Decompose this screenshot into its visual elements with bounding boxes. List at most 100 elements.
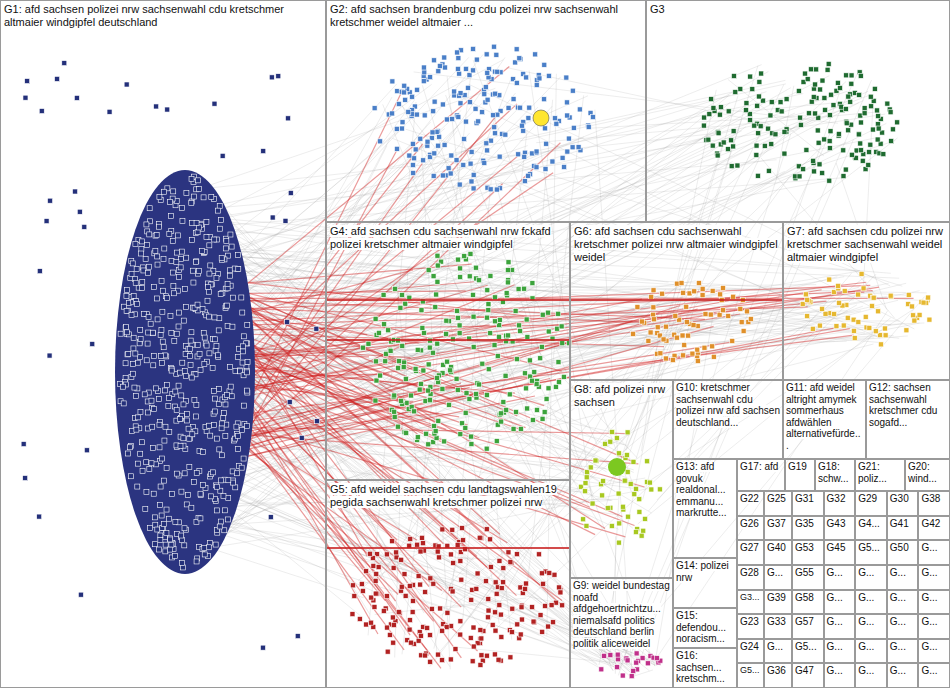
cluster-vertex (233, 485, 238, 490)
cluster-vertex (411, 170, 416, 175)
cluster-vertex (221, 416, 226, 421)
cluster-vertex (400, 343, 405, 348)
cluster-vertex (228, 364, 233, 369)
cluster-vertex (448, 552, 453, 557)
cluster-vertex (680, 333, 685, 338)
cluster-vertex (856, 292, 861, 297)
cluster-vertex (240, 360, 245, 365)
cluster-vertex (493, 580, 498, 585)
cluster-vertex (836, 131, 841, 136)
cluster-vertex (189, 375, 194, 380)
cluster-vertex (163, 549, 168, 554)
cluster-vertex (493, 610, 498, 615)
cluster-vertex (159, 353, 164, 358)
cluster-vertex (138, 336, 143, 341)
cluster-vertex (208, 433, 213, 438)
cluster-vertex (235, 446, 240, 451)
cluster-vertex (374, 378, 379, 383)
cluster-vertex (426, 442, 431, 447)
cluster-vertex (508, 559, 513, 564)
cluster-vertex (881, 152, 886, 157)
cluster-vertex (455, 315, 460, 320)
cluster-vertex (754, 143, 759, 148)
cluster-vertex (501, 400, 506, 405)
cluster-vertex (394, 126, 399, 131)
cluster-vertex (195, 343, 200, 348)
cluster-vertex (373, 398, 378, 403)
cluster-vertex (831, 103, 836, 108)
cluster-vertex (143, 506, 148, 511)
cluster-vertex (684, 320, 689, 325)
cluster-vertex (486, 367, 491, 372)
cluster-vertex (692, 289, 697, 294)
cluster-vertex (811, 95, 816, 100)
cluster-vertex (485, 615, 490, 620)
cluster-vertex (156, 396, 161, 401)
cluster-vertex (161, 256, 166, 261)
cluster-vertex (429, 606, 434, 611)
cluster-vertex (210, 470, 215, 475)
cluster-vertex (835, 80, 840, 85)
cluster-vertex (852, 336, 857, 341)
cluster-vertex (222, 410, 227, 415)
cluster-vertex (407, 153, 412, 158)
cluster-vertex (681, 290, 686, 295)
cluster-vertex (911, 313, 916, 318)
cluster-vertex (190, 238, 195, 243)
cluster-vertex (444, 331, 449, 336)
cluster-vertex (396, 365, 401, 370)
cluster-vertex (376, 565, 381, 570)
cluster-vertex (150, 445, 155, 450)
cluster-vertex (610, 429, 615, 434)
cluster-vertex (518, 632, 523, 637)
cluster-vertex (468, 161, 473, 166)
cluster-vertex (449, 153, 454, 158)
cluster-vertex (357, 616, 362, 621)
cluster-vertex (640, 656, 645, 661)
cluster-vertex (709, 97, 714, 102)
cluster-vertex (457, 323, 462, 328)
cluster-vertex (124, 288, 129, 293)
cluster-vertex (399, 584, 404, 589)
cluster-vertex (570, 88, 575, 93)
network-link (195, 133, 718, 190)
cluster-vertex (390, 79, 395, 84)
cluster-vertex (428, 576, 433, 581)
cluster-vertex (418, 136, 423, 141)
cluster-vertex (195, 230, 200, 235)
cluster-vertex (410, 141, 415, 146)
cluster-vertex (426, 362, 431, 367)
cluster-vertex (445, 610, 450, 615)
cluster-vertex (166, 395, 171, 400)
cluster-vertex (217, 316, 222, 321)
cluster-vertex (501, 566, 506, 571)
cluster-vertex (174, 259, 179, 264)
cluster-vertex (810, 326, 815, 331)
network-link (225, 291, 465, 294)
cluster-vertex (832, 312, 837, 317)
cluster-vertex (384, 552, 389, 557)
cluster-vertex (399, 557, 404, 562)
cluster-vertex (154, 386, 159, 391)
network-link (251, 287, 879, 389)
cluster-core (115, 170, 255, 574)
cluster-vertex (410, 94, 415, 99)
cluster-vertex (171, 291, 176, 296)
cluster-vertex (127, 445, 132, 450)
cluster-vertex (407, 627, 412, 632)
cluster-vertex (201, 449, 206, 454)
cluster-vertex (609, 523, 614, 528)
cluster-vertex (397, 610, 402, 615)
cluster-vertex (432, 99, 437, 104)
cluster-vertex (458, 558, 463, 563)
cluster-vertex (179, 560, 184, 565)
cluster-vertex (540, 416, 545, 421)
cluster-vertex (871, 295, 876, 300)
cluster-vertex (702, 345, 707, 350)
cluster-vertex (519, 617, 524, 622)
cluster-vertex (700, 286, 705, 291)
cluster-vertex (188, 338, 193, 343)
cluster-vertex (395, 146, 400, 151)
cluster-vertex (917, 312, 922, 317)
network-link (188, 523, 622, 667)
